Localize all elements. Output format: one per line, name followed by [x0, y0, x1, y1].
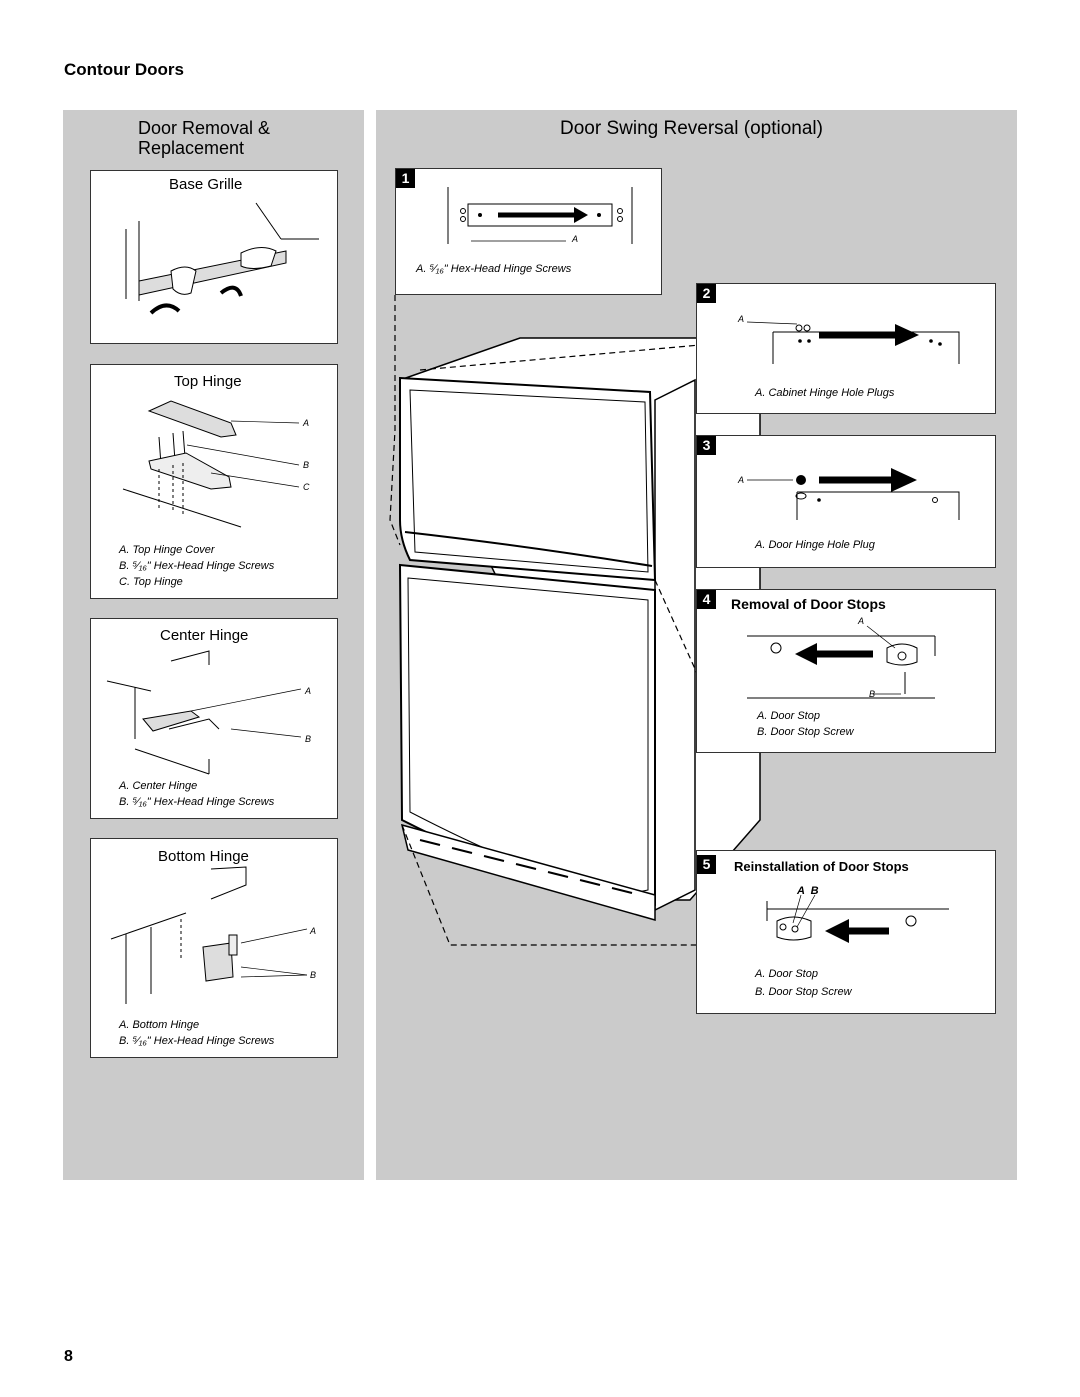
base-grille-box: Base Grille: [90, 170, 338, 344]
step3-number: 3: [697, 436, 716, 455]
step4-label-a: A: [858, 616, 865, 626]
step5-caption-a: A. Door Stop: [755, 968, 818, 980]
step4-number: 4: [697, 590, 716, 609]
step5-captions: A. Door Stop B. Door Stop Screw: [755, 965, 852, 1001]
center-hinge-illustration: [106, 650, 302, 775]
step3-illustration: [747, 468, 960, 520]
bottom-hinge-caption-a: A. Bottom Hinge: [119, 1019, 200, 1031]
top-hinge-captions: A. Top Hinge Cover B. ⁵⁄₁₆" Hex-Head Hin…: [119, 542, 274, 590]
center-hinge-captions: A. Center Hinge B. ⁵⁄₁₆" Hex-Head Hinge …: [119, 778, 274, 810]
top-hinge-box: Top Hinge A B C A. Top Hinge Cover B. ⁵⁄…: [90, 364, 338, 599]
center-hinge-label-b: B: [305, 734, 312, 744]
step4-box: 4 Removal of Door Stops A B A. Door Stop…: [696, 589, 996, 753]
step2-caption: A. Cabinet Hinge Hole Plugs: [755, 387, 895, 399]
step5-title: Reinstallation of Door Stops: [734, 859, 909, 874]
top-hinge-title: Top Hinge: [174, 373, 242, 390]
step5-number: 5: [697, 855, 716, 874]
bottom-hinge-label-a: A: [310, 926, 317, 936]
door-removal-title-line2: Replacement: [138, 138, 245, 158]
step5-labels: A B: [797, 885, 819, 897]
step2-box: 2 A A. Cabinet Hinge Hole Plugs: [696, 283, 996, 414]
step4-illustration: [747, 625, 936, 699]
bottom-hinge-label-b: B: [310, 970, 317, 980]
base-grille-illustration: [125, 202, 319, 315]
door-removal-title: Door Removal & Replacement: [138, 118, 270, 158]
step5-illustration: [766, 894, 949, 943]
door-swing-reversal-title: Door Swing Reversal (optional): [560, 118, 823, 139]
top-hinge-caption-c: C. Top Hinge: [119, 576, 183, 588]
base-grille-title: Base Grille: [169, 176, 243, 193]
step2-illustration: [746, 321, 960, 364]
step4-caption-a: A. Door Stop: [757, 710, 820, 722]
center-hinge-caption-b: B. ⁵⁄₁₆" Hex-Head Hinge Screws: [119, 796, 275, 808]
step1-label-a: A: [572, 234, 579, 244]
bottom-hinge-caption-b: B. ⁵⁄₁₆" Hex-Head Hinge Screws: [119, 1035, 275, 1047]
bottom-hinge-box: Bottom Hinge A B A. Bottom Hinge B. ⁵⁄₁₆…: [90, 838, 338, 1058]
step1-caption: A. ⁵⁄₁₆" Hex-Head Hinge Screws: [416, 263, 572, 275]
section-title: Contour Doors: [64, 60, 184, 79]
top-hinge-label-a: A: [303, 418, 310, 428]
step2-number: 2: [697, 284, 716, 303]
step3-label-a: A: [738, 475, 745, 485]
page-number: 8: [64, 1348, 73, 1365]
center-hinge-label-a: A: [305, 686, 312, 696]
center-hinge-caption-a: A. Center Hinge: [119, 780, 198, 792]
top-hinge-caption-a: A. Top Hinge Cover: [119, 544, 215, 556]
bottom-hinge-captions: A. Bottom Hinge B. ⁵⁄₁₆" Hex-Head Hinge …: [119, 1017, 274, 1049]
step4-title: Removal of Door Stops: [731, 596, 886, 612]
step4-captions: A. Door Stop B. Door Stop Screw: [757, 708, 854, 740]
top-hinge-illustration: [122, 400, 300, 528]
step3-box: 3 A A. Door Hinge Hole Plug: [696, 435, 996, 568]
top-hinge-label-c: C: [303, 482, 310, 492]
step3-caption: A. Door Hinge Hole Plug: [755, 539, 875, 551]
center-hinge-box: Center Hinge A B A. Center Hinge B. ⁵⁄₁₆…: [90, 618, 338, 819]
step5-caption-b: B. Door Stop Screw: [755, 986, 852, 998]
step4-label-b: B: [869, 689, 876, 699]
top-hinge-label-b: B: [303, 460, 310, 470]
top-hinge-caption-b: B. ⁵⁄₁₆" Hex-Head Hinge Screws: [119, 560, 275, 572]
step4-caption-b: B. Door Stop Screw: [757, 726, 854, 738]
center-hinge-title: Center Hinge: [160, 627, 249, 644]
bottom-hinge-title: Bottom Hinge: [158, 848, 249, 865]
step1-box: 1 A A. ⁵⁄₁₆" Hex-Head Hinge Screws: [395, 168, 662, 295]
step1-number: 1: [396, 169, 415, 188]
step1-illustration: [447, 187, 633, 244]
bottom-hinge-illustration: [110, 866, 308, 1004]
step5-box: 5 Reinstallation of Door Stops A B A. Do…: [696, 850, 996, 1014]
door-removal-title-line1: Door Removal &: [138, 118, 271, 138]
step2-label-a: A: [738, 314, 745, 324]
